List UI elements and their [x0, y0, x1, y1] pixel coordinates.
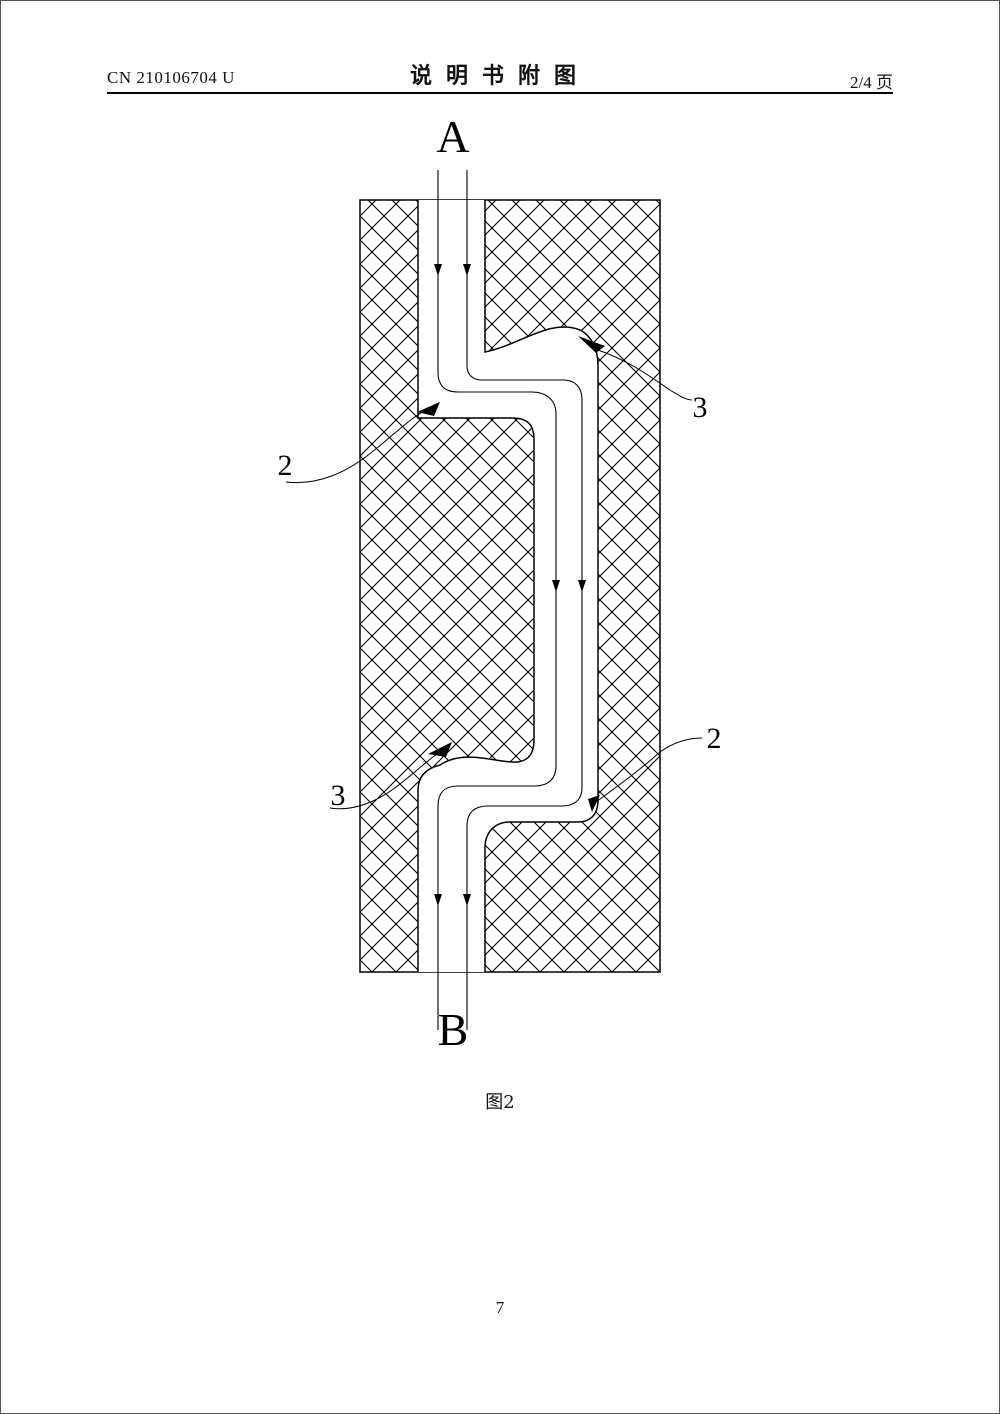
callout-arrowheads: [417, 336, 605, 812]
channel-walls: [417, 200, 599, 972]
outlet-label: B: [438, 1004, 469, 1055]
hatched-body: [359, 199, 661, 973]
callout-number: 2: [278, 449, 293, 482]
callout-leaders: [285, 349, 703, 810]
page-number: 7: [495, 1298, 505, 1317]
document-header: CN 210106704 U 说明书附图 2/4 页: [107, 58, 893, 94]
flow-channel: [418, 200, 598, 972]
flow-arrowheads: [434, 264, 586, 906]
inlet-label: A: [436, 111, 469, 162]
callout-number: 2: [707, 722, 722, 755]
patent-number: CN 210106704 U: [107, 68, 235, 87]
page-indicator: 2/4 页: [850, 73, 893, 92]
figure-caption: 图2: [485, 1092, 515, 1113]
callout-number: 3: [331, 779, 346, 812]
document-title: 说明书附图: [409, 64, 590, 89]
callout-number: 3: [693, 391, 708, 424]
